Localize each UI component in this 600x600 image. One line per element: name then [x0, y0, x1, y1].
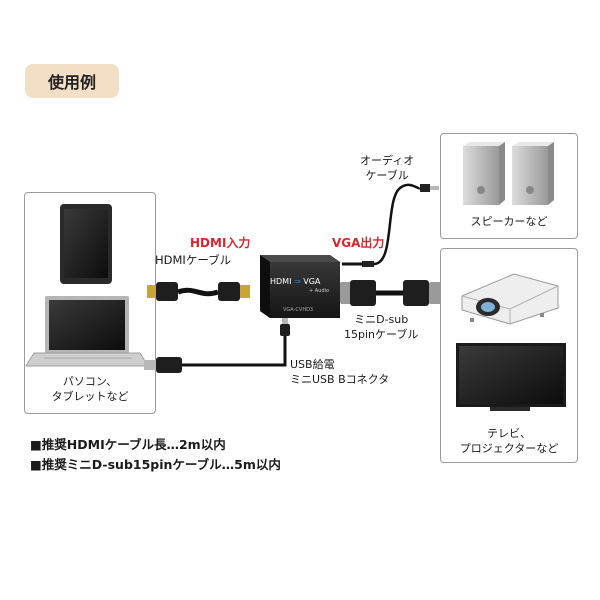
- section-title: 使用例: [25, 64, 119, 98]
- display-label-line2: プロジェクターなど: [459, 442, 559, 455]
- vga-output-label: VGA出力: [332, 236, 385, 250]
- projector-icon: [461, 273, 559, 325]
- converter-box-icon: [260, 255, 340, 318]
- pc-label: パソコン、 タブレットなど: [24, 374, 156, 404]
- dsub-cable-icon: [340, 280, 441, 306]
- display-label: テレビ、 プロジェクターなど: [440, 426, 578, 456]
- audio-cable-label-line1: オーディオ: [360, 154, 415, 167]
- tv-icon: [456, 343, 566, 411]
- speaker-icon: [463, 142, 554, 205]
- hdmi-input-label: HDMI入力: [190, 236, 251, 250]
- converter-hdmi-text: HDMI: [270, 277, 292, 286]
- dsub-cable-label: ミニD-sub 15pinケーブル: [344, 312, 418, 342]
- audio-cable-icon: [342, 183, 439, 267]
- usb-power-label-line2: ミニUSB Bコネクタ: [290, 373, 390, 386]
- converter-model-text: VGA-CVHD3: [283, 307, 314, 313]
- dsub-cable-label-line1: ミニD-sub: [354, 313, 409, 326]
- converter-vga-text: VGA: [303, 277, 321, 286]
- usb-power-label: USB給電 ミニUSB Bコネクタ: [290, 357, 389, 387]
- display-label-line1: テレビ、: [487, 427, 531, 440]
- audio-cable-label: オーディオ ケーブル: [360, 153, 414, 183]
- pc-label-line1: パソコン、: [62, 375, 118, 388]
- converter-audio-text: + Audio: [309, 288, 329, 294]
- usb-cable-icon: [144, 318, 290, 373]
- converter-label: HDMI ⇒ VGA: [270, 277, 340, 286]
- note-dsub-length: ■推奨ミニD-sub15pinケーブル…5m以内: [30, 457, 281, 472]
- converter-arrow-text: ⇒: [293, 277, 301, 286]
- dsub-cable-label-line2: 15pinケーブル: [344, 328, 419, 341]
- speaker-label: スピーカーなど: [470, 215, 548, 228]
- audio-cable-label-line2: ケーブル: [365, 169, 409, 182]
- tablet-icon: [60, 204, 112, 284]
- usb-power-label-line1: USB給電: [290, 358, 335, 371]
- pc-label-line2: タブレットなど: [51, 390, 129, 403]
- laptop-icon: [25, 296, 149, 367]
- note-hdmi-length: ■推奨HDMIケーブル長…2m以内: [30, 437, 226, 452]
- hdmi-cable-label: HDMIケーブル: [155, 253, 232, 267]
- hdmi-cable-icon: [147, 282, 250, 301]
